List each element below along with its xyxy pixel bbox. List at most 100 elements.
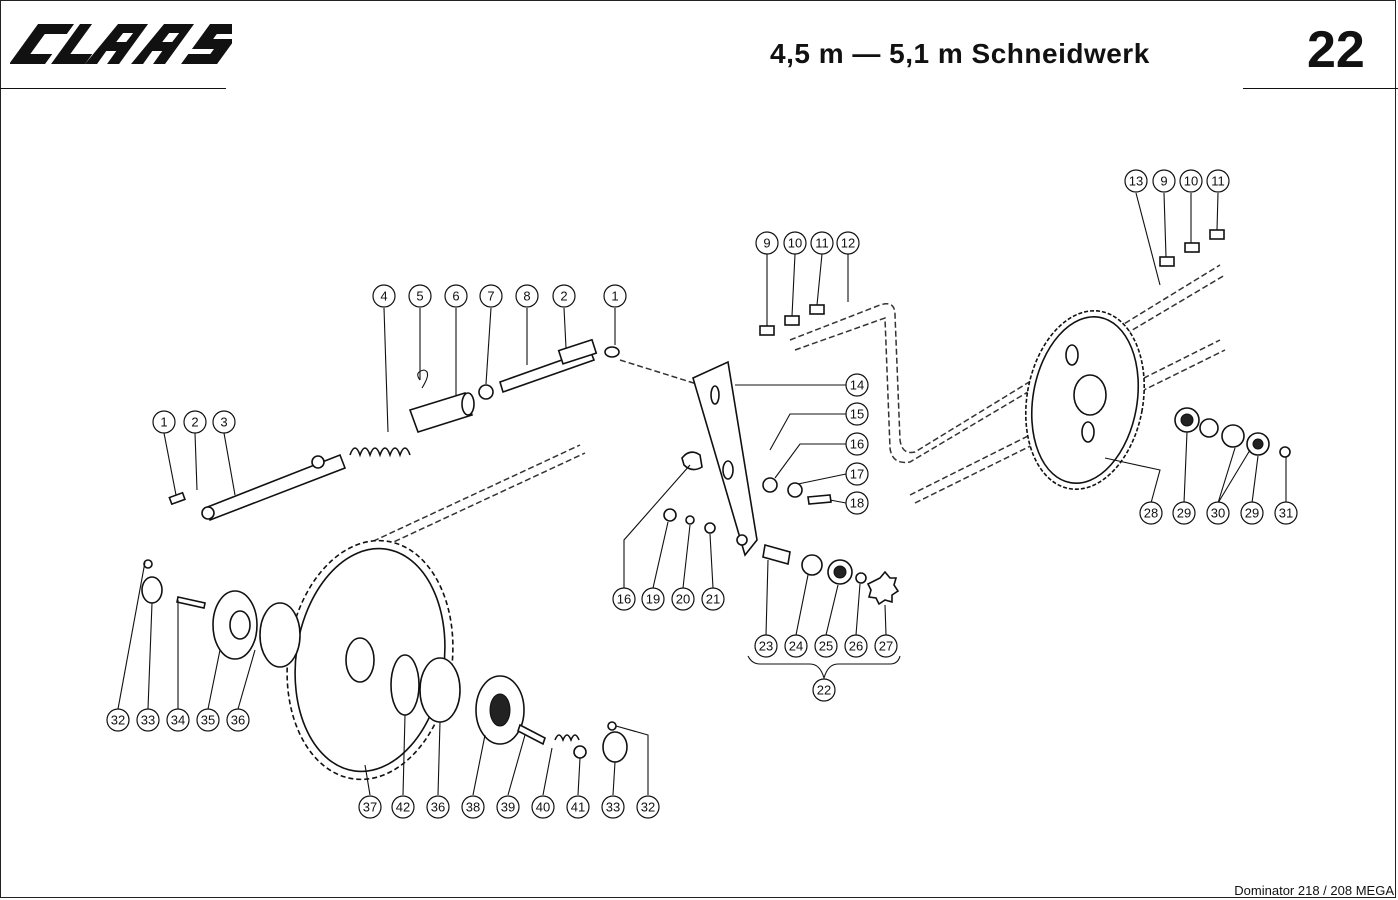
callout-34: 34 [166, 708, 190, 732]
callout-11: 11 [1206, 169, 1230, 193]
callout-number: 2 [560, 289, 567, 304]
page-number-underline [1243, 88, 1398, 89]
callout-36: 36 [226, 708, 250, 732]
callout-16: 16 [612, 587, 636, 611]
callout-number: 40 [536, 800, 550, 815]
callout-number: 5 [416, 289, 423, 304]
callout-38: 38 [461, 795, 485, 819]
callout-8: 8 [515, 284, 539, 308]
callout-5: 5 [408, 284, 432, 308]
callout-number: 30 [1211, 506, 1225, 521]
callout-25: 25 [814, 634, 838, 658]
callout-28: 28 [1139, 501, 1163, 525]
callout-20: 20 [671, 587, 695, 611]
callout-26: 26 [844, 634, 868, 658]
callout-40: 40 [531, 795, 555, 819]
callout-9: 9 [755, 231, 779, 255]
callout-number: 4 [380, 289, 387, 304]
callout-42: 42 [391, 795, 415, 819]
shaft-assembly [168, 338, 620, 522]
callout-10: 10 [1179, 169, 1203, 193]
callout-1: 1 [152, 410, 176, 434]
callout-15: 15 [845, 402, 869, 426]
callout-21: 21 [701, 587, 725, 611]
callout-36: 36 [426, 795, 450, 819]
callout-number: 38 [466, 800, 480, 815]
callout-37: 37 [358, 795, 382, 819]
callout-number: 20 [676, 592, 690, 607]
callout-19: 19 [641, 587, 665, 611]
callout-number: 2 [191, 415, 198, 430]
callout-33: 33 [136, 708, 160, 732]
callout-4: 4 [372, 284, 396, 308]
callout-30: 30 [1206, 501, 1230, 525]
callout-number: 11 [1211, 174, 1225, 189]
callout-9: 9 [1152, 169, 1176, 193]
callout-number: 29 [1245, 506, 1259, 521]
callout-number: 39 [501, 800, 515, 815]
callout-18: 18 [845, 491, 869, 515]
callout-number: 36 [431, 800, 445, 815]
callout-number: 22 [817, 683, 831, 698]
callout-number: 1 [160, 415, 167, 430]
callout-number: 7 [487, 289, 494, 304]
callout-12: 12 [836, 231, 860, 255]
callout-number: 33 [606, 800, 620, 815]
callout-32: 32 [636, 795, 660, 819]
callout-31: 31 [1274, 501, 1298, 525]
callout-number: 36 [231, 713, 245, 728]
callout-27: 27 [874, 634, 898, 658]
callout-number: 11 [815, 236, 829, 251]
callout-11: 11 [810, 231, 834, 255]
callout-24: 24 [784, 634, 808, 658]
callout-13: 13 [1124, 169, 1148, 193]
callout-number: 29 [1177, 506, 1191, 521]
callout-number: 32 [641, 800, 655, 815]
callout-35: 35 [196, 708, 220, 732]
callout-number: 10 [1184, 174, 1198, 189]
callout-number: 18 [850, 496, 864, 511]
bracket-plate [663, 360, 832, 557]
callout-6: 6 [444, 284, 468, 308]
callout-number: 16 [617, 592, 631, 607]
callout-number: 42 [396, 800, 410, 815]
callout-2: 2 [552, 284, 576, 308]
callout-number: 9 [1160, 174, 1167, 189]
callout-39: 39 [496, 795, 520, 819]
callout-2: 2 [183, 410, 207, 434]
callout-number: 23 [759, 639, 773, 654]
callout-number: 33 [141, 713, 155, 728]
callout-3: 3 [212, 410, 236, 434]
callout-number: 26 [849, 639, 863, 654]
callout-7: 7 [479, 284, 503, 308]
callout-33: 33 [601, 795, 625, 819]
leader-lines [117, 192, 1287, 796]
callout-number: 41 [571, 800, 585, 815]
callout-number: 17 [850, 467, 864, 482]
callout-number: 9 [763, 236, 770, 251]
small-gear-assembly [762, 543, 900, 606]
page-number: 22 [1307, 21, 1365, 79]
callout-number: 3 [220, 415, 227, 430]
callout-number: 19 [646, 592, 660, 607]
callout-17: 17 [845, 462, 869, 486]
callout-number: 6 [452, 289, 459, 304]
callout-10: 10 [783, 231, 807, 255]
callout-29: 29 [1172, 501, 1196, 525]
callout-number: 32 [111, 713, 125, 728]
page-title: 4,5 m — 5,1 m Schneidwerk [770, 38, 1150, 69]
claas-logo [10, 24, 232, 64]
callout-22: 22 [812, 678, 836, 702]
callout-number: 10 [788, 236, 802, 251]
callout-number: 37 [363, 800, 377, 815]
callout-number: 27 [879, 639, 893, 654]
callout-1: 1 [603, 284, 627, 308]
callout-14: 14 [845, 373, 869, 397]
callout-number: 24 [789, 639, 803, 654]
callout-number: 8 [523, 289, 530, 304]
callout-number: 25 [819, 639, 833, 654]
callout-number: 31 [1279, 506, 1293, 521]
